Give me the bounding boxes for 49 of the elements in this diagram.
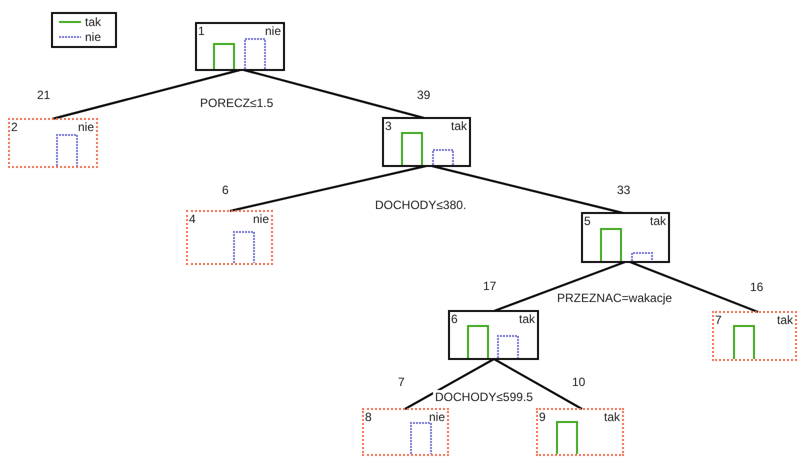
class-label: tak [450,120,467,133]
legend-label: nie [85,30,102,44]
tree-branch-line [432,164,624,214]
case-count: 6 [222,183,229,197]
node-number: 3 [385,120,392,133]
leaf-node-box [8,118,98,168]
class-label: tak [518,313,535,326]
node-number: 9 [539,411,546,424]
split-node-box [581,212,670,263]
node-number: 8 [365,411,372,424]
node-number: 5 [584,215,591,228]
tree-branch-line [494,260,626,312]
class-label: tak [604,411,620,424]
case-count: 10 [572,375,586,389]
legend-label: tak [85,15,102,29]
split-node-box [195,22,285,71]
split-node-box [382,117,471,167]
split-condition: PORECZ≤1.5 [198,96,276,110]
class-label: nie [78,121,94,134]
leaf-node-box [712,311,797,361]
split-condition: DOCHODY≤599.5 [433,390,535,404]
tree-branch-line [493,358,583,410]
tree-branch-line [630,260,758,314]
tree-branch-line [230,164,426,212]
case-count: 16 [750,280,764,294]
class-label: nie [264,25,281,38]
node-number: 6 [451,313,458,326]
split-condition: DOCHODY≤380. [373,198,468,212]
split-condition: PRZEZNAC=wakacje [555,291,674,305]
tree-branch-line [244,68,424,120]
case-count: 17 [483,279,496,293]
class-label: tak [650,215,666,228]
leaf-node-box [536,408,624,456]
class-label: tak [776,314,793,327]
node-number: 2 [11,121,18,134]
node-number: 4 [189,213,196,226]
split-node-box [448,310,539,360]
case-count: 39 [417,88,430,102]
tree-branch-line [52,68,240,120]
node-number: 1 [198,25,205,38]
case-count: 33 [617,183,630,197]
leaf-node-box [362,408,449,456]
case-count: 7 [398,375,405,389]
tree-branch-line [404,358,495,410]
node-number: 7 [715,314,722,327]
case-count: 21 [37,88,50,102]
class-label: nie [252,213,269,226]
class-label: nie [428,411,445,424]
leaf-node-box [186,210,273,265]
